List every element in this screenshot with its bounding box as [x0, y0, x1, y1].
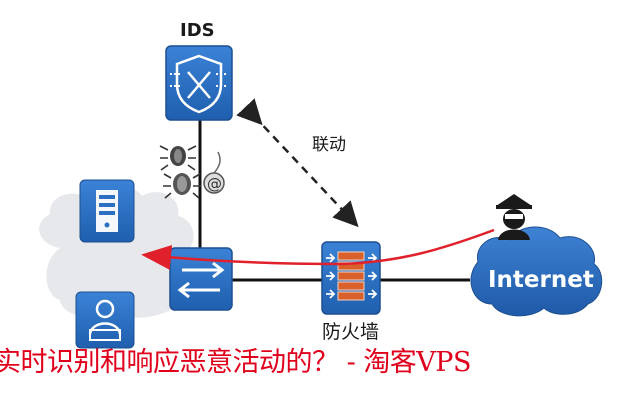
svg-text:@: @	[207, 175, 222, 193]
server-icon	[79, 179, 135, 243]
linkage-label: 联动	[312, 135, 346, 155]
firewall-label: 防火墙	[322, 321, 379, 343]
internet-label: Internet	[488, 267, 594, 293]
ids-shield-icon	[170, 54, 228, 114]
email-attack-icon: @	[203, 151, 225, 194]
user-computer-icon	[75, 291, 135, 349]
firewall-device	[321, 241, 381, 315]
hacker-icon	[496, 194, 532, 240]
intranet-cloud	[39, 184, 194, 318]
ids-device	[165, 45, 233, 121]
switch-arrows-icon	[177, 261, 225, 299]
linkage-arrow	[236, 98, 359, 228]
firewall-brick-icon	[326, 251, 378, 301]
caption-text: 实时识别和响应恶意活动的？ - 淘客VPS	[0, 347, 471, 378]
attack-path	[141, 228, 495, 270]
switch-device	[169, 247, 233, 311]
malware-bug-icon	[159, 145, 201, 199]
ids-label: IDS	[180, 20, 215, 41]
connection-lines	[198, 118, 470, 282]
